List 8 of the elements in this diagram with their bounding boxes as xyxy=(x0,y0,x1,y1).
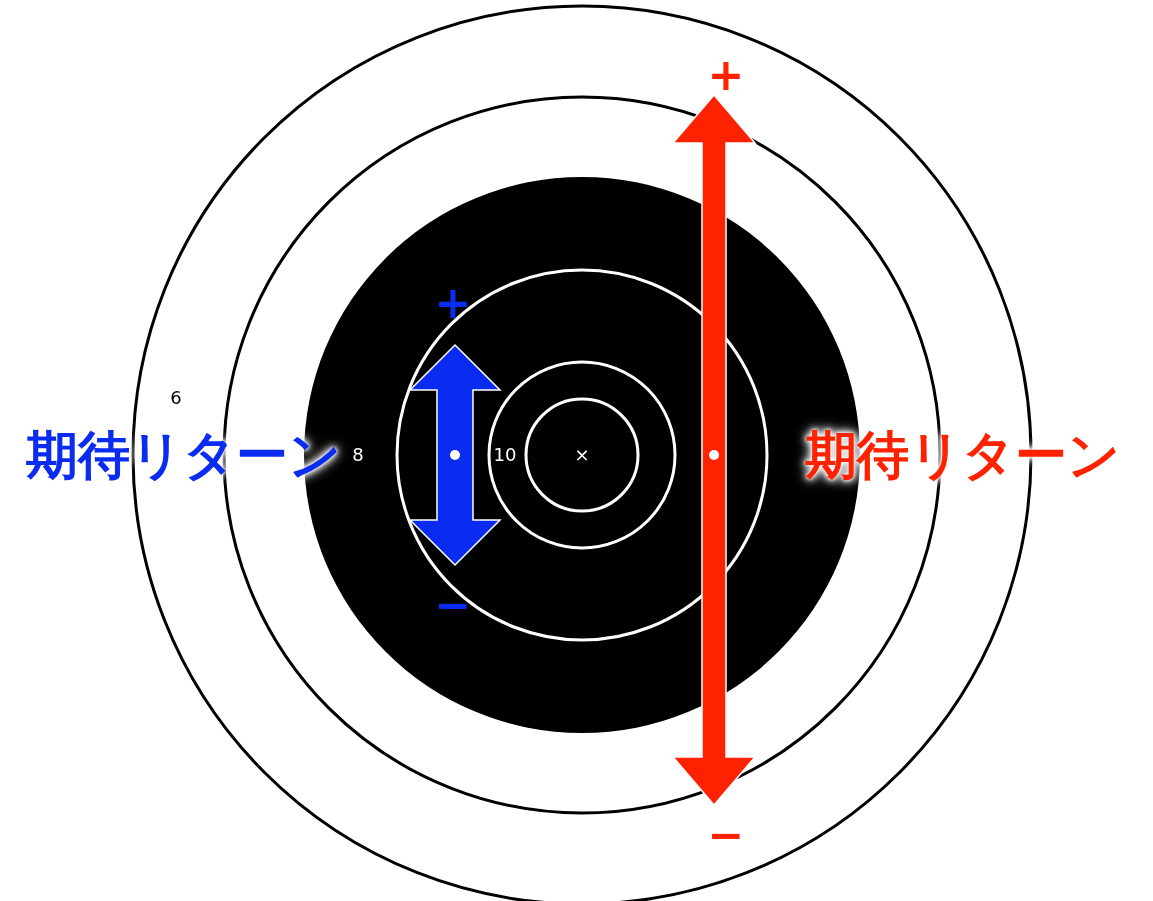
center-mark: × xyxy=(574,446,590,464)
plus-sign: + xyxy=(707,53,745,97)
plus-sign: + xyxy=(434,281,472,325)
minus-sign: − xyxy=(434,583,472,627)
ring-number: 8 xyxy=(352,446,364,464)
ring-number: 10 xyxy=(493,446,517,464)
ring-number: 6 xyxy=(170,389,182,407)
minus-sign: − xyxy=(707,813,745,857)
